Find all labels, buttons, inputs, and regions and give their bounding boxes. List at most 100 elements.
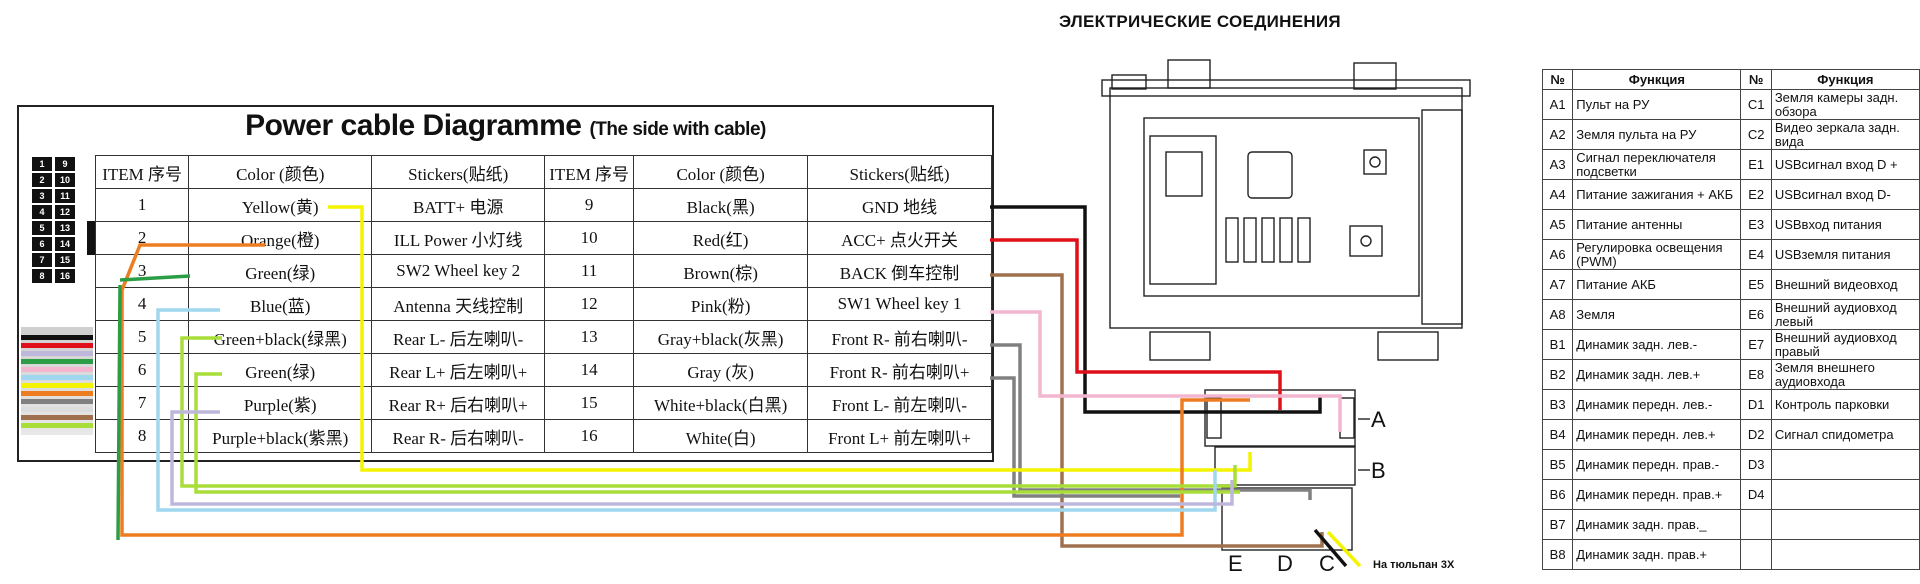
- wire-gray: [990, 343, 1312, 500]
- cell-function-2: Контроль парковки: [1770, 389, 1920, 420]
- wire-brown: [990, 273, 1324, 548]
- cell-pin-code-2: D3: [1740, 449, 1772, 480]
- photo-wire: [21, 407, 93, 412]
- head-unit-top-rim: [1101, 79, 1471, 97]
- pin-number: 14: [55, 237, 75, 251]
- connector-cde-block: [1221, 487, 1353, 551]
- foot-left: [1149, 331, 1211, 361]
- pin-number: 4: [32, 205, 52, 219]
- header-item-2: ITEM 序号: [544, 155, 635, 189]
- wire-black: [990, 205, 1322, 414]
- photo-wire: [21, 423, 93, 428]
- connector-label-a: A: [1371, 407, 1386, 432]
- cell-pin-code-2: C2: [1740, 119, 1772, 150]
- iso-socket-outline: [1149, 135, 1217, 285]
- back-panel: [1143, 117, 1420, 297]
- cell-pin-code-2: D1: [1740, 389, 1772, 420]
- cell-pin-code-1: A6: [1541, 239, 1574, 270]
- rca-slot-1: [1225, 217, 1239, 263]
- cell-pin-code-2: E7: [1740, 329, 1772, 360]
- photo-wire: [21, 375, 93, 380]
- cell-item-1: 2: [94, 221, 190, 255]
- tulip-note: На тюльпан 3Х: [1373, 559, 1455, 571]
- cell-function-2: [1770, 479, 1920, 510]
- cell-pin-code-1: B3: [1541, 389, 1574, 420]
- rca-slot-3: [1261, 217, 1275, 263]
- cell-function-1: Питание АКБ: [1572, 269, 1742, 300]
- photo-wire: [21, 391, 93, 396]
- cell-color-1: Purple(紫): [188, 386, 373, 420]
- header-stickers-1: Stickers(贴纸): [371, 155, 546, 189]
- header-color-2: Color (颜色): [633, 155, 809, 189]
- wire-red: [990, 238, 1282, 410]
- cell-pin-code-1: A5: [1541, 209, 1574, 240]
- cell-color-1: Purple+black(紫黑): [188, 419, 373, 453]
- pin-number: 3: [32, 189, 52, 203]
- mount-bracket-left: [1111, 74, 1147, 90]
- power-cable-title-text: Power cable Diagramme: [245, 109, 582, 142]
- header-stickers-2: Stickers(贴纸): [807, 155, 992, 189]
- connector-label-c: C: [1319, 551, 1335, 576]
- cell-pin-code-1: A2: [1541, 119, 1574, 150]
- cell-color-2: Brown(棕): [633, 254, 809, 288]
- cell-function-2: [1770, 449, 1920, 480]
- cell-stickers-2: SW1 Wheel key 1: [807, 287, 992, 321]
- cell-function-1: Земля: [1572, 299, 1742, 330]
- photo-wire: [21, 399, 93, 404]
- cell-color-2: White+black(白黑): [633, 386, 809, 420]
- rca-slot-4: [1279, 217, 1293, 263]
- cell-function-2: USBсигнал вход D-: [1770, 179, 1920, 210]
- cell-stickers-1: Antenna 天线控制: [371, 287, 546, 321]
- cell-color-2: Red(红): [633, 221, 809, 255]
- cell-stickers-1: Rear R+ 后右喇叭+: [371, 386, 546, 420]
- power-cable-title: Power cable Diagramme(The side with cabl…: [19, 109, 992, 143]
- cell-function-1: Регулировка освещения (PWM): [1572, 239, 1742, 270]
- cell-function-1: Динамик задн. прав.+: [1572, 539, 1742, 570]
- cell-stickers-1: BATT+ 电源: [371, 188, 546, 222]
- cell-item-2: 16: [544, 419, 635, 453]
- connector-label-b: B: [1371, 458, 1386, 483]
- pin-number: 9: [55, 157, 75, 171]
- cell-pin-code-2: E6: [1740, 299, 1772, 330]
- cell-function-1: Земля пульта на РУ: [1572, 119, 1742, 150]
- cell-item-2: 10: [544, 221, 635, 255]
- cell-item-2: 13: [544, 320, 635, 354]
- pin-number: 11: [55, 189, 75, 203]
- head-unit-drawing: [1101, 59, 1471, 361]
- cell-stickers-2: GND 地线: [807, 188, 992, 222]
- cell-stickers-2: Front L- 前左喇叭-: [807, 386, 992, 420]
- connector-label-e: E: [1228, 551, 1243, 576]
- cell-pin-code-1: A4: [1541, 179, 1574, 210]
- pin-number: 10: [55, 173, 75, 187]
- function-header-row: № Функция № Функция: [1541, 69, 1920, 90]
- gps-socket: [1349, 225, 1383, 257]
- wire-gray: [990, 376, 1180, 498]
- photo-wire: [21, 359, 93, 364]
- cell-stickers-1: ILL Power 小灯线: [371, 221, 546, 255]
- pin-number: 2: [32, 173, 52, 187]
- cell-pin-code-1: B5: [1541, 449, 1574, 480]
- photo-wire: [21, 335, 93, 340]
- cell-stickers-2: Front L+ 前左喇叭+: [807, 419, 992, 453]
- connector-b-block: [1214, 446, 1356, 486]
- gps-jack: [1360, 235, 1372, 247]
- cell-function-1: Динамик передн. лев.-: [1572, 389, 1742, 420]
- cell-pin-code-1: A8: [1541, 299, 1574, 330]
- cell-function-2: Видео зеркала задн. вида: [1770, 119, 1920, 150]
- cell-pin-code-2: [1740, 539, 1772, 570]
- photo-wire: [21, 367, 93, 372]
- pin-number: 6: [32, 237, 52, 251]
